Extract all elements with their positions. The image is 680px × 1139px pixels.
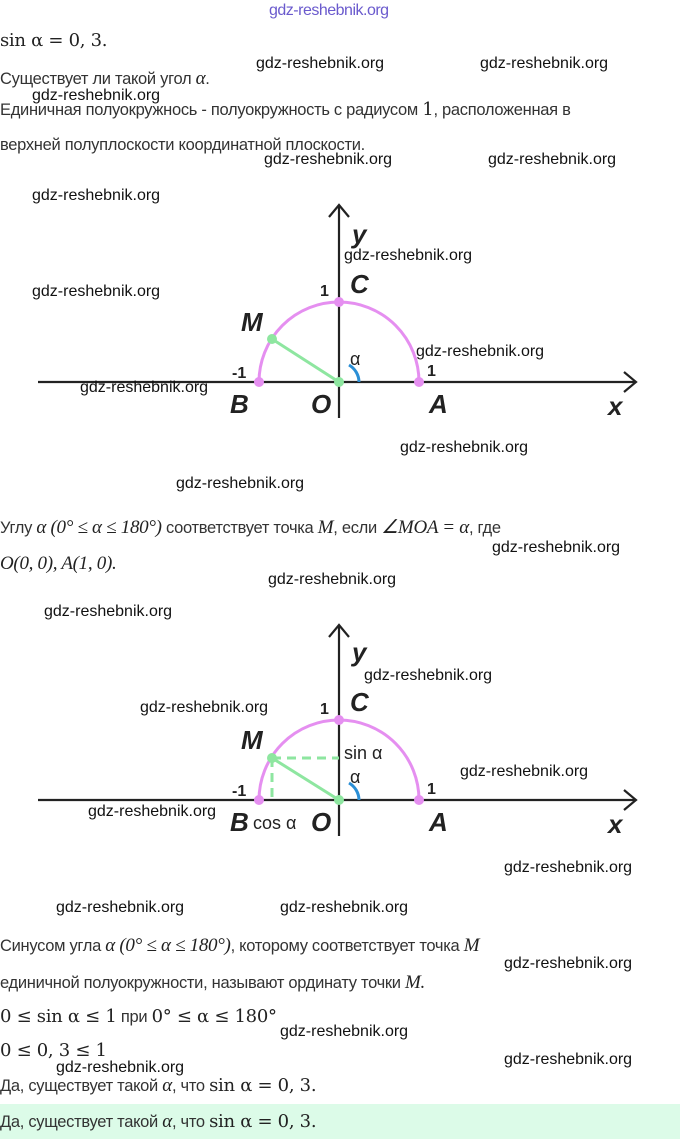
x-label: x bbox=[606, 391, 624, 421]
inequality-1: 0 ≤ sin α ≤ 1 при 0° ≤ α ≤ 180° bbox=[0, 1006, 277, 1027]
alpha-label: α bbox=[350, 349, 360, 369]
para2-line-2: O(0, 0), A(1, 0). bbox=[0, 553, 117, 574]
watermark: gdz-reshebnik.org bbox=[32, 187, 161, 204]
watermark: gdz-reshebnik.org bbox=[140, 699, 269, 716]
angle-arc bbox=[348, 363, 361, 383]
point-m bbox=[267, 334, 277, 344]
a-label: A bbox=[428, 807, 448, 837]
y-label: y bbox=[350, 637, 368, 667]
para3-line-2: единичной полуокружности, называют ордин… bbox=[0, 972, 425, 993]
point-b bbox=[254, 795, 264, 805]
para3-line-1: Синусом угла α (0° ≤ α ≤ 180°), которому… bbox=[0, 935, 480, 956]
m-label: M bbox=[241, 725, 264, 755]
answer-text: Да, существует такой α, что sin α = 0, 3… bbox=[0, 1111, 317, 1132]
c-label: C bbox=[350, 687, 370, 717]
point-a bbox=[414, 377, 424, 387]
radius-om bbox=[271, 337, 340, 384]
one-y-label: 1 bbox=[320, 701, 329, 718]
b-label: B bbox=[230, 389, 249, 419]
watermark: gdz-reshebnik.org bbox=[400, 439, 529, 456]
y-axis-arrow bbox=[328, 623, 350, 638]
definition-line-2: верхней полуплоскости координатной плоск… bbox=[0, 136, 365, 154]
o-label: O bbox=[311, 807, 331, 837]
watermark: gdz-reshebnik.org bbox=[56, 1059, 185, 1076]
question-line: Существует ли такой угол α. bbox=[0, 68, 210, 89]
watermark: gdz-reshebnik.org bbox=[416, 343, 545, 360]
watermark: gdz-reshebnik.org bbox=[492, 539, 621, 556]
watermark: gdz-reshebnik.org bbox=[480, 55, 609, 72]
c-label: C bbox=[350, 269, 370, 299]
unit-semicircle-diagram-2: y C 1 M sin α α 1 -1 B cos α O A x bbox=[38, 623, 638, 839]
one-y-label: 1 bbox=[320, 283, 329, 300]
watermark: gdz-reshebnik.org bbox=[504, 955, 633, 972]
point-a bbox=[414, 795, 424, 805]
alpha-label: α bbox=[350, 767, 360, 787]
watermark: gdz-reshebnik.org bbox=[504, 859, 633, 876]
watermark: gdz-reshebnik.org bbox=[256, 55, 385, 72]
answer-box bbox=[0, 1104, 680, 1139]
one-x-label: 1 bbox=[427, 363, 436, 380]
y-label: y bbox=[350, 219, 368, 249]
watermark: gdz-reshebnik.org bbox=[44, 603, 173, 620]
conclusion: Да, существует такой α, что sin α = 0, 3… bbox=[0, 1075, 317, 1096]
watermark: gdz-reshebnik.org bbox=[344, 247, 473, 264]
watermark: gdz-reshebnik.org bbox=[176, 475, 305, 492]
radius-om bbox=[271, 756, 340, 802]
x-axis-arrow bbox=[623, 371, 638, 393]
watermark: gdz-reshebnik.org bbox=[264, 151, 393, 168]
problem-statement: sin α = 0, 3. bbox=[0, 30, 108, 51]
watermark: gdz-reshebnik.org bbox=[504, 1051, 633, 1068]
watermark: gdz-reshebnik.org bbox=[56, 899, 185, 916]
point-c bbox=[334, 297, 344, 307]
x-axis-arrow bbox=[623, 789, 638, 811]
para2-line-1: Углу α (0° ≤ α ≤ 180°) соответствует точ… bbox=[0, 517, 501, 538]
watermark: gdz-reshebnik.org bbox=[280, 1023, 409, 1040]
m-label: M bbox=[241, 307, 264, 337]
point-o bbox=[334, 795, 344, 805]
unit-semicircle-diagram-1: y C 1 M α 1 -1 B O A x bbox=[38, 203, 638, 421]
angle-arc bbox=[348, 781, 361, 801]
watermark-top: gdz-reshebnik.org bbox=[269, 2, 389, 19]
watermark: gdz-reshebnik.org bbox=[80, 379, 209, 396]
minus-one-label: -1 bbox=[232, 783, 246, 800]
watermark: gdz-reshebnik.org bbox=[364, 667, 493, 684]
minus-one-label: -1 bbox=[232, 365, 246, 382]
point-m bbox=[267, 753, 277, 763]
watermark: gdz-reshebnik.org bbox=[88, 803, 217, 820]
inequality-2: 0 ≤ 0, 3 ≤ 1 bbox=[0, 1040, 107, 1061]
watermark: gdz-reshebnik.org bbox=[488, 151, 617, 168]
y-axis-arrow bbox=[328, 203, 350, 218]
definition-line-1: Единичная полуокружнось - полуокружность… bbox=[0, 99, 571, 120]
point-o bbox=[334, 377, 344, 387]
watermark: gdz-reshebnik.org bbox=[280, 899, 409, 916]
a-label: A bbox=[428, 389, 448, 419]
cos-label: cos α bbox=[253, 813, 296, 833]
point-b bbox=[254, 377, 264, 387]
watermark: gdz-reshebnik.org bbox=[460, 763, 589, 780]
watermark: gdz-reshebnik.org bbox=[32, 87, 161, 104]
b-label: B bbox=[230, 807, 249, 837]
watermark: gdz-reshebnik.org bbox=[268, 571, 397, 588]
one-x-label: 1 bbox=[427, 781, 436, 798]
o-label: O bbox=[311, 389, 331, 419]
sin-label: sin α bbox=[344, 743, 382, 763]
x-label: x bbox=[606, 809, 624, 839]
watermark: gdz-reshebnik.org bbox=[32, 283, 161, 300]
point-c bbox=[334, 715, 344, 725]
